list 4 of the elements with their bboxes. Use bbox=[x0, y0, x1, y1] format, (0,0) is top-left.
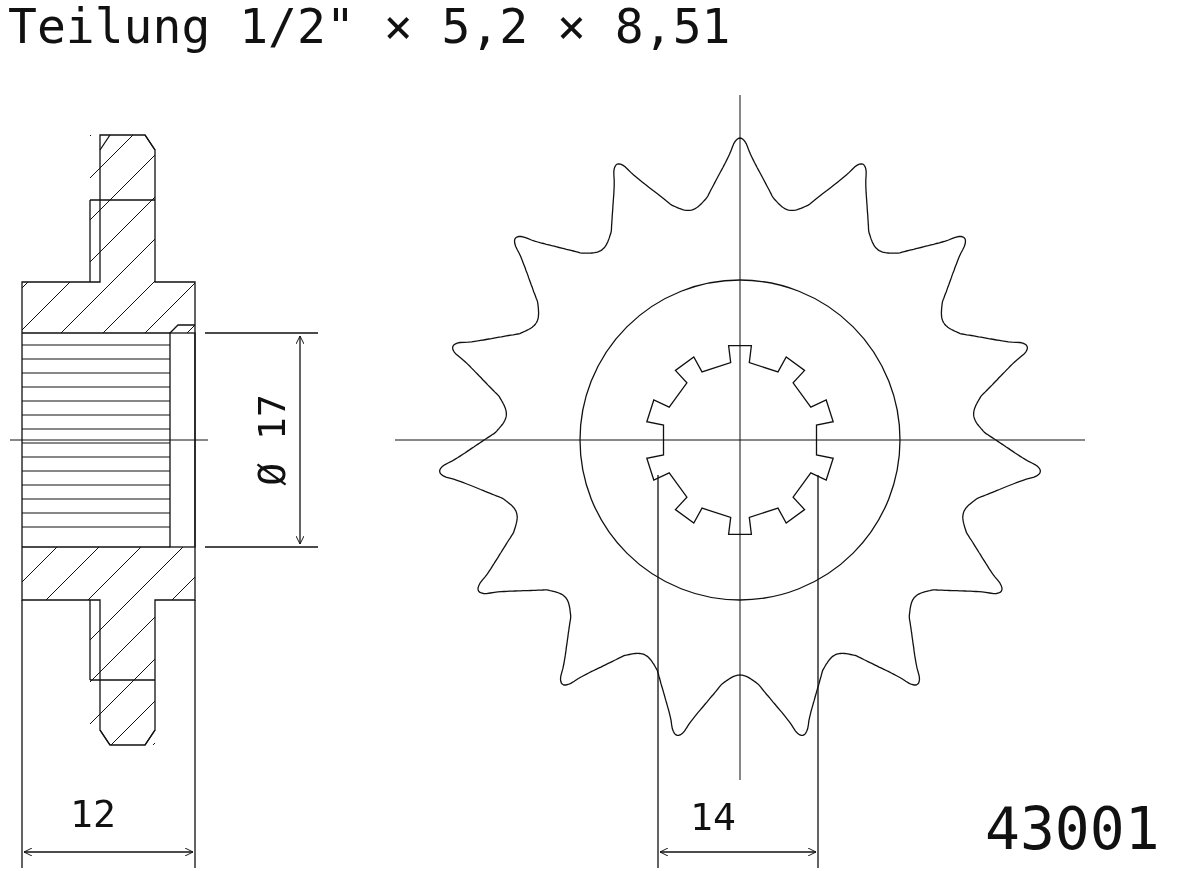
part-number: 43001 bbox=[985, 800, 1160, 858]
dimension-label: Ø 17 bbox=[252, 394, 291, 486]
dimension-label: 12 bbox=[70, 795, 116, 833]
dimension-label: 14 bbox=[690, 798, 736, 836]
